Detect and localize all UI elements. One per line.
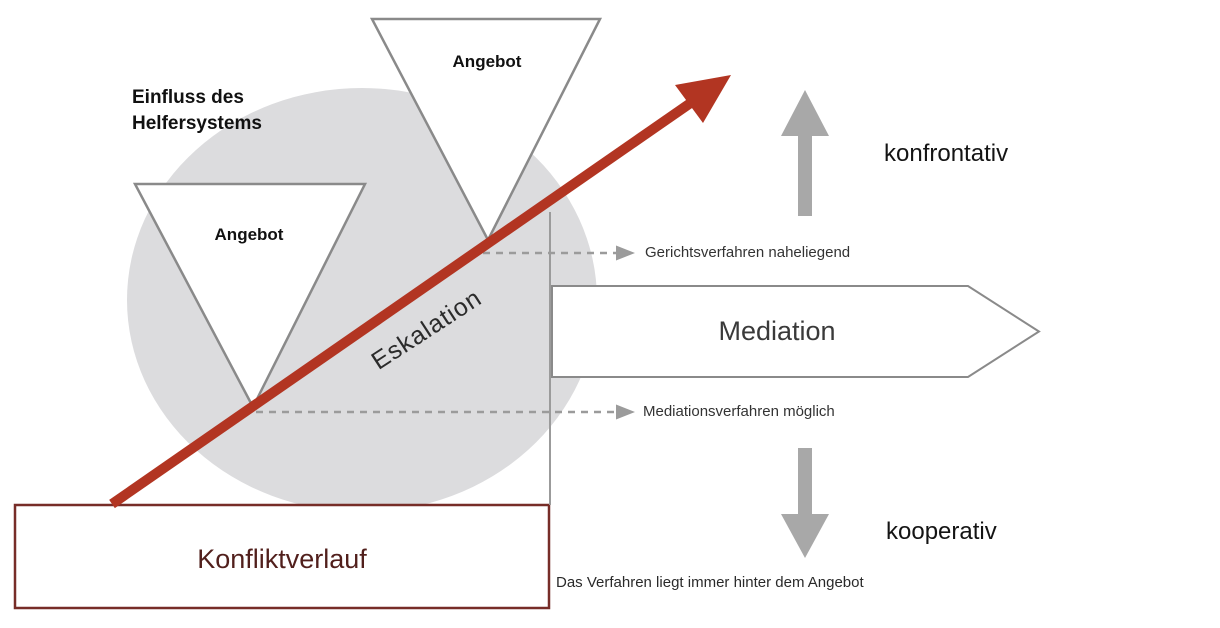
court-dashed-arrow (483, 245, 635, 261)
mediation-annotation-label: Mediationsverfahren möglich (643, 403, 835, 420)
conflict-course-box (13, 503, 551, 610)
footnote-label: Das Verfahren liegt immer hinter dem Ang… (556, 574, 864, 591)
offer-funnel-top-label: Angebot (452, 52, 522, 71)
cooperative-label: kooperativ (886, 518, 997, 545)
escalation-arrow (109, 75, 731, 509)
mediation-arrow-shape (551, 285, 1041, 378)
court-dashed-arrowhead-icon (616, 245, 635, 261)
mediation-dashed-arrow (256, 404, 635, 420)
down-arrow-icon (781, 448, 829, 558)
offer-funnel-top (369, 17, 603, 243)
mediation-arrow-label: Mediation (718, 316, 836, 346)
offer-funnel-left (132, 182, 368, 410)
conflict-course-label: Konfliktverlauf (197, 544, 367, 574)
mediation-dashed-arrowhead-icon (616, 404, 635, 420)
court-annotation-label: Gerichtsverfahren naheliegend (645, 244, 851, 261)
offer-funnel-left-label: Angebot (214, 225, 284, 244)
helper-system-influence-label: Einfluss des Helfersystems (132, 87, 262, 134)
up-arrow-icon (781, 90, 829, 216)
confrontational-label: konfrontativ (884, 140, 1009, 167)
escalation-arrowhead-icon (675, 75, 731, 123)
